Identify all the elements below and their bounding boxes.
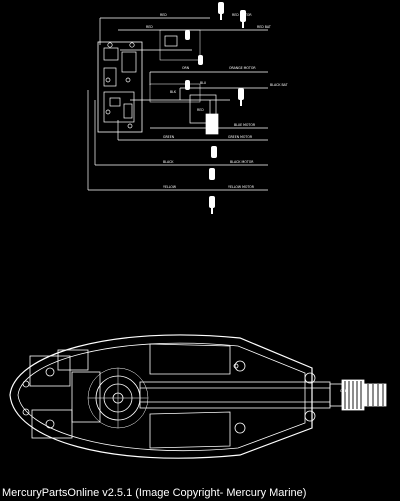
image-caption: MercuryPartsOnline v2.5.1 (Image Copyrig… <box>2 487 307 499</box>
housing-off-label: OFF <box>340 389 347 393</box>
